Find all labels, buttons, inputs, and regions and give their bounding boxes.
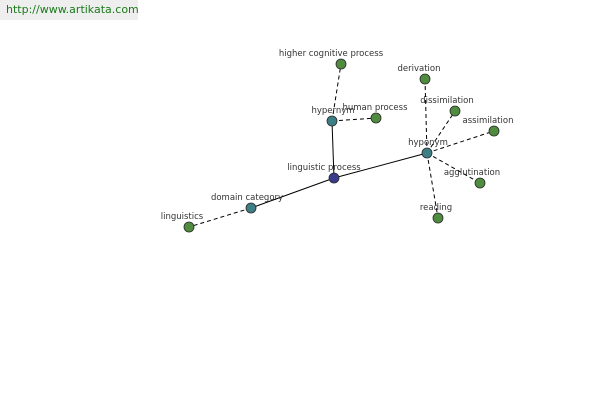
node-hypernym[interactable]	[326, 115, 338, 127]
node-higher-cognitive-process[interactable]	[335, 58, 347, 70]
source-url-banner[interactable]: http://www.artikata.com	[0, 0, 139, 20]
node-label-linguistic-process[interactable]: linguistic process	[287, 163, 361, 173]
node-dissimilation[interactable]	[449, 105, 461, 117]
node-label-derivation[interactable]: derivation	[397, 64, 440, 74]
edge-linguistic-process-to-hypernym	[331, 120, 335, 179]
edge-hypernym-to-human-process	[331, 117, 377, 122]
edge-hyponym-to-derivation	[424, 78, 428, 154]
edge-hyponym-to-dissimilation	[426, 110, 456, 154]
node-label-reading[interactable]: reading	[420, 203, 452, 213]
node-human-process[interactable]	[370, 112, 382, 124]
node-label-human-process[interactable]: human process	[342, 103, 408, 113]
node-linguistic-process[interactable]	[328, 172, 340, 184]
edge-hypernym-to-higher-cognitive-process	[331, 63, 342, 122]
node-label-higher-cognitive-process[interactable]: higher cognitive process	[279, 49, 384, 59]
node-label-assimilation[interactable]: assimilation	[463, 116, 514, 126]
nodes-layer	[183, 58, 500, 233]
node-agglutination[interactable]	[474, 177, 486, 189]
edge-linguistic-process-to-domain-category	[250, 177, 335, 209]
node-label-linguistics[interactable]: linguistics	[161, 212, 204, 222]
node-label-agglutination[interactable]: agglutination	[444, 168, 500, 178]
node-assimilation[interactable]	[488, 125, 500, 137]
edge-hyponym-to-agglutination	[426, 152, 481, 184]
node-hyponym[interactable]	[421, 147, 433, 159]
edge-domain-category-to-linguistics	[188, 207, 252, 228]
edges-layer	[188, 63, 495, 228]
edge-linguistic-process-to-hyponym	[333, 152, 428, 179]
node-label-hypernym[interactable]: hypernym	[311, 106, 354, 116]
edge-hyponym-to-reading	[426, 152, 439, 219]
edge-hyponym-to-assimilation	[426, 130, 495, 154]
labels-layer: linguistic process hypernym hyponym domain …	[161, 49, 514, 222]
node-label-domain-category[interactable]: domain category	[211, 193, 283, 203]
node-domain-category[interactable]	[245, 202, 257, 214]
node-reading[interactable]	[432, 212, 444, 224]
node-label-hyponym[interactable]: hyponym	[408, 138, 448, 148]
node-label-dissimilation[interactable]: dissimilation	[420, 96, 473, 106]
node-derivation[interactable]	[419, 73, 431, 85]
node-linguistics[interactable]	[183, 221, 195, 233]
